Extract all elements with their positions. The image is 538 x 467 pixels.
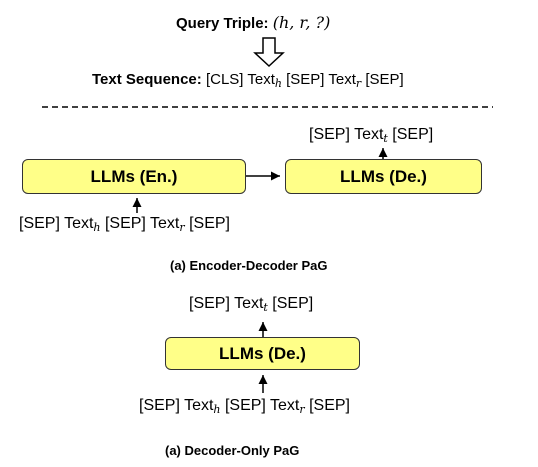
- decoder-only-box-label: LLMs (De.): [219, 343, 306, 363]
- enc-dec-input-text: [SEP] Texth [SEP] Textr [SEP]: [19, 215, 230, 234]
- encoder-box-label: LLMs (En.): [90, 166, 178, 186]
- enc-dec-caption: (a) Encoder-Decoder PaG: [170, 258, 328, 273]
- encoder-box: LLMs (En.): [22, 159, 246, 194]
- enc-dec-output-text: [SEP] Textt [SEP]: [309, 126, 434, 145]
- text-sequence: Text Sequence: [CLS] Texth [SEP] Textr […: [92, 71, 404, 90]
- down-hollow-arrow-icon: [253, 37, 285, 68]
- dec-only-output-text: [SEP] Textt [SEP]: [189, 295, 314, 314]
- text-sequence-label: Text Sequence:: [92, 71, 202, 88]
- query-triple: Query Triple: (h, r, ?): [176, 13, 330, 32]
- decoder-box: LLMs (De.): [285, 159, 482, 194]
- query-triple-math: (h, r, ?): [272, 13, 331, 32]
- decoder-box-label: LLMs (De.): [340, 166, 427, 186]
- text-sequence-value: [CLS] Texth [SEP] Textr [SEP]: [205, 71, 404, 90]
- decoder-only-box: LLMs (De.): [165, 337, 360, 370]
- dec-only-caption: (a) Decoder-Only PaG: [165, 443, 300, 458]
- query-triple-label: Query Triple:: [176, 15, 269, 32]
- dec-only-input-text: [SEP] Texth [SEP] Textr [SEP]: [139, 397, 350, 416]
